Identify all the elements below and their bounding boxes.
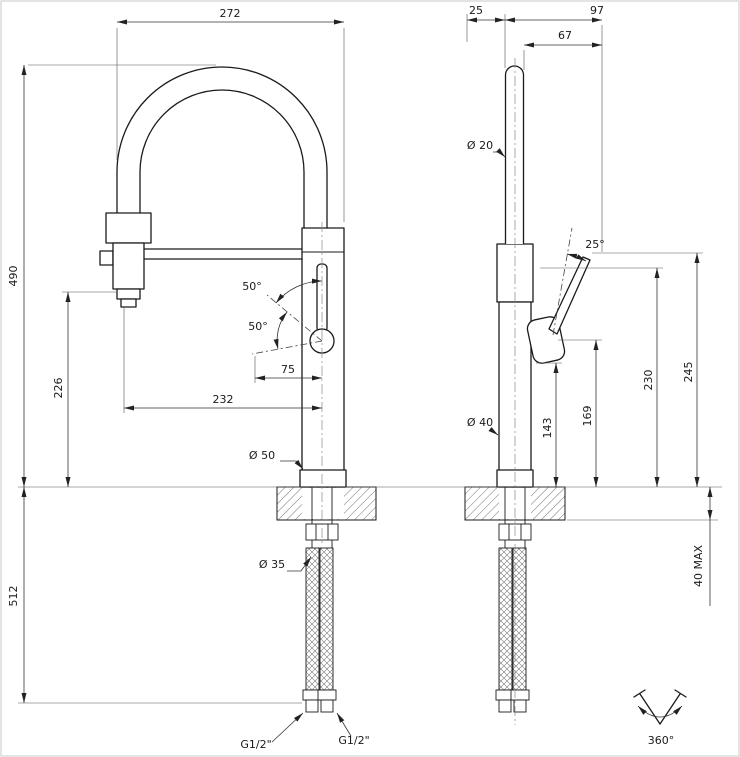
dimension-labels: 272 490 226 232 75 50° 50° Ø 50 512 Ø 35… [7,4,705,751]
front-base-ring [299,469,347,488]
dim-50deg-top-label: 50° [242,280,262,293]
aerator-tip [120,298,137,308]
leader-d40 [488,427,499,436]
dim-232-label: 232 [213,393,234,406]
side-hose-fitting-right [510,689,530,701]
dim-d20-label: Ø 20 [467,139,493,152]
dim-230-label: 230 [642,370,655,391]
front-counter-deck [276,486,377,521]
dim-245-label: 245 [682,362,695,383]
dim-d50-label: Ø 50 [249,449,275,462]
dim-50deg-bottom-label: 50° [248,320,268,333]
dim-512-label: 512 [7,586,20,607]
dim-25-label: 25 [469,4,483,17]
dim-272-label: 272 [220,7,241,20]
dim-97-label: 97 [590,4,604,17]
side-under-counter [495,487,532,713]
front-braided-hose-left [305,547,320,691]
side-lever-rod [548,256,591,335]
leader-g-right [336,712,352,737]
angle-arc-bottom [273,311,288,350]
lever-swing-position-2 [251,340,323,355]
front-braided-hose-right [319,547,334,691]
side-handle [526,227,591,364]
spring-hose-arc [116,66,328,229]
dim-143-label: 143 [541,418,554,439]
leader-d20 [493,148,506,158]
front-view [99,66,377,713]
lever-swing-position-1 [266,294,323,342]
dim-67-label: 67 [558,29,572,42]
dim-g12-left-label: G1/2" [240,738,271,751]
spray-button [99,250,114,266]
dim-360-label: 360° [648,734,675,747]
side-angle-arc [566,253,587,262]
rotation-arrow [637,705,683,718]
dim-g12-right-label: G1/2" [338,734,369,747]
leader-g-left [271,712,304,743]
front-under-counter [302,487,339,713]
dim-d40-label: Ø 40 [467,416,493,429]
spray-head [99,212,303,308]
angle-arc-top [275,278,323,304]
dim-25deg-label: 25° [585,238,605,251]
dim-75-label: 75 [281,363,295,376]
dim-226-label: 226 [52,378,65,399]
dim-169-label: 169 [581,406,594,427]
side-braided-hose-left [498,547,513,691]
leader-d35 [287,556,312,572]
leader-d50 [280,459,304,470]
side-view [464,58,591,725]
dim-d35-label: Ø 35 [259,558,285,571]
dimension-lines [21,17,713,743]
front-hose-fitting-right [317,689,337,701]
side-lever-swing [552,227,573,336]
dim-490-label: 490 [7,266,20,287]
side-spout-tube [504,65,525,244]
dim-40max-label: 40 MAX [692,545,705,588]
rotation-symbol [633,689,687,725]
